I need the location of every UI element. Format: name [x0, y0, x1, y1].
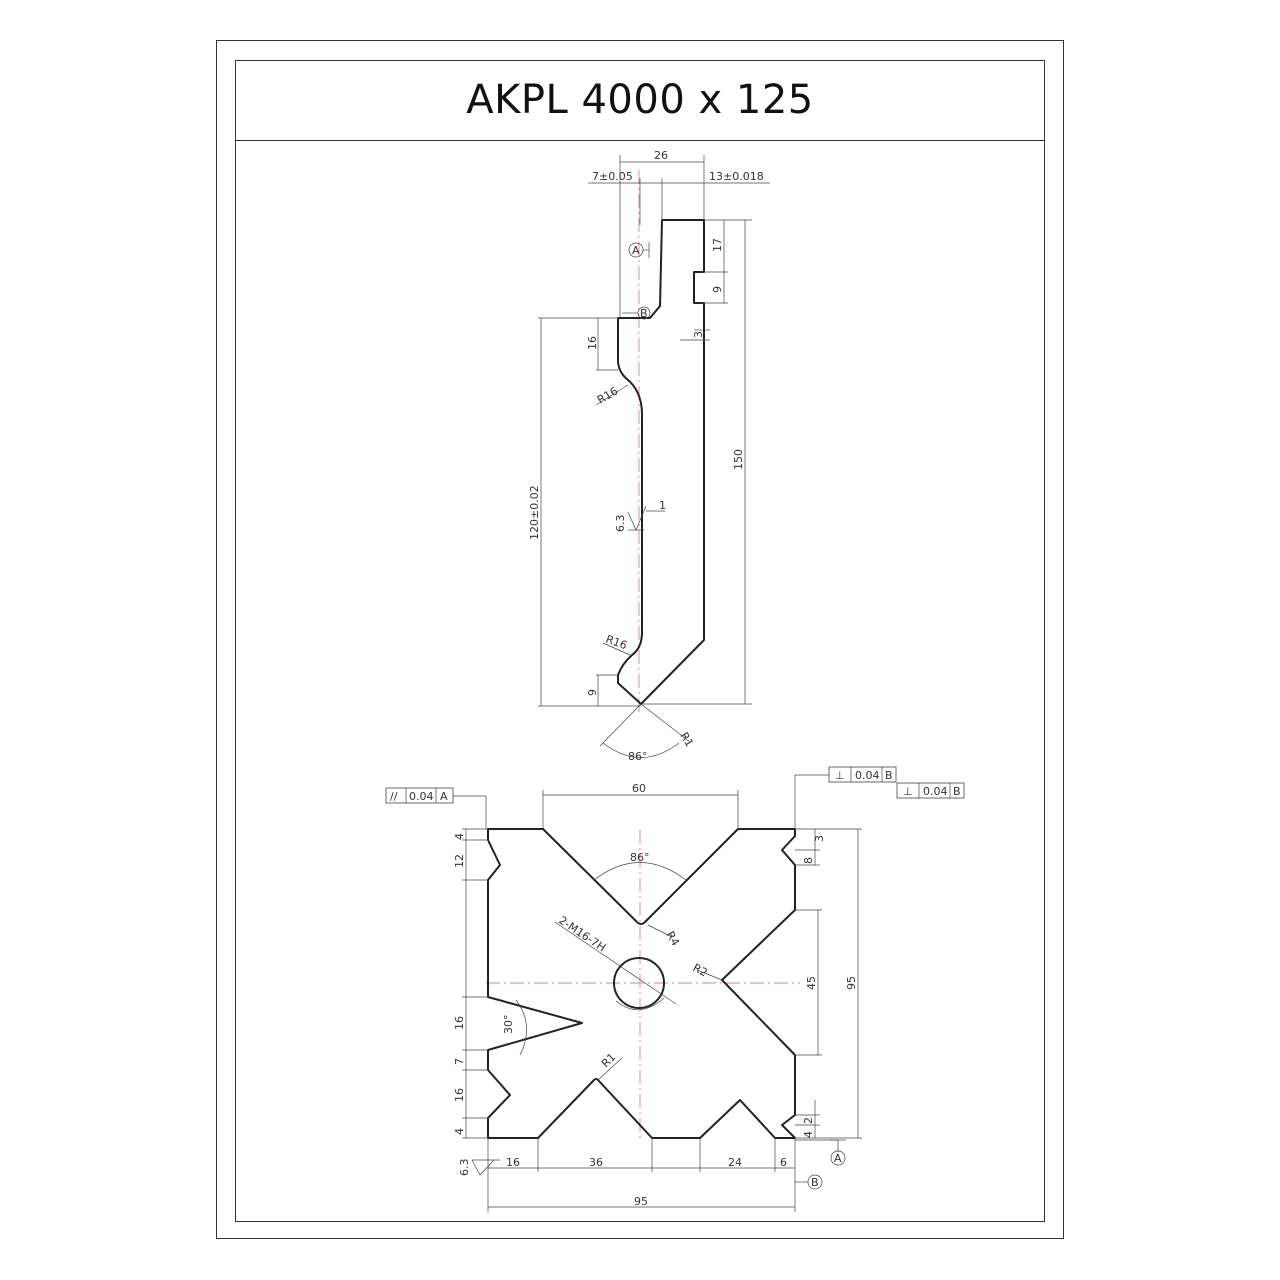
dim-top-width: 26	[619, 149, 705, 318]
tip-angle-label: 86°	[628, 750, 648, 763]
datum-b-block: B	[795, 1174, 823, 1190]
datum-b-side: B	[622, 306, 651, 320]
block-outline	[487, 828, 796, 1139]
drawing-inner-frame	[235, 60, 1045, 1222]
tip-radius-label: R1	[677, 730, 696, 749]
dim-16b-label: 16	[453, 1088, 466, 1102]
block-angle-30: 30°	[502, 999, 527, 1056]
dim-8-label: 8	[802, 857, 815, 864]
perp-2-datum: B	[953, 785, 961, 798]
dim-right-side: 17 9 3 150	[641, 219, 752, 705]
dim-45-label: 45	[805, 976, 818, 990]
punch-profile-outline	[617, 219, 705, 705]
drawing-sheet-border	[216, 40, 1064, 1239]
tolerance-perp-frame-1: ⊥ 0.04 B	[794, 766, 897, 829]
perp-1-symbol: ⊥	[835, 769, 845, 782]
block-angle-86-label: 86°	[630, 851, 650, 864]
dim-150-label: 150	[732, 449, 745, 470]
dim-36-label: 36	[589, 1156, 603, 1169]
dim-95-right-label: 95	[845, 976, 858, 990]
datum-a-block-label: A	[834, 1152, 842, 1165]
radius-lower-label: R16	[604, 633, 629, 653]
dim-3-right-label: 3	[813, 835, 826, 842]
thread-hole	[613, 957, 665, 1009]
radius-r1-callout: R1	[597, 1051, 623, 1081]
dim-95-bottom-label: 95	[634, 1195, 648, 1208]
drawing-title: AKPL 4000 x 125	[466, 77, 814, 123]
dim-16a-label: 16	[453, 1016, 466, 1030]
dim-left-side: 16 120±0.02 9	[528, 317, 641, 707]
block-view: 60 86° R4 2-M16-7H R2 R1 30°	[385, 766, 965, 1212]
dim-block-left: 4 12 16 7 16 4	[453, 828, 488, 1139]
datum-b-side-label: B	[640, 307, 648, 320]
perp-1-datum: B	[885, 769, 893, 782]
dim-16-label: 16	[586, 336, 599, 350]
perp-1-value: 0.04	[855, 769, 880, 782]
dim-6-label: 6	[780, 1156, 787, 1169]
thread-label: 2-M16-7H	[556, 914, 608, 955]
radius-r1-label: R1	[599, 1051, 619, 1071]
tolerance-parallel-frame: // 0.04 A	[385, 787, 487, 829]
parallel-datum: A	[440, 790, 448, 803]
thread-arc	[615, 997, 665, 1011]
dim-7-label: 7	[453, 1058, 466, 1065]
dim-9-label: 9	[711, 286, 724, 293]
dim-7-label: 7±0.05	[592, 170, 633, 183]
dim-16-bottom-label: 16	[506, 1156, 520, 1169]
side-view: 26 7±0.05 13±0.018 17 9 3 150	[528, 149, 770, 763]
dim-12-label: 12	[453, 854, 466, 868]
roughness-side-label: 6.3	[614, 515, 627, 533]
roughness-block-label: 6.3	[458, 1159, 471, 1177]
roughness-dim-label: 1	[659, 499, 666, 512]
tip-angle: 86° R1	[599, 703, 696, 763]
parallel-symbol: //	[390, 790, 398, 803]
title-block: AKPL 4000 x 125	[235, 60, 1045, 141]
angle-30-label: 30°	[502, 1015, 515, 1035]
radius-r2-callout: R2	[691, 961, 723, 981]
dim-3-label: 3	[692, 331, 705, 338]
tolerance-perp-frame-2: ⊥ 0.04 B	[896, 782, 965, 799]
roughness-symbol-block: 6.3	[458, 1159, 500, 1177]
dim-9-bottom-label: 9	[586, 689, 599, 696]
datum-a-side: A	[628, 242, 650, 258]
dim-120-label: 120±0.02	[528, 485, 541, 540]
roughness-symbol-side: 6.3 1	[614, 499, 666, 532]
perp-2-value: 0.04	[923, 785, 948, 798]
datum-b-block-label: B	[811, 1176, 819, 1189]
dim-24-label: 24	[728, 1156, 742, 1169]
dim-60-label: 60	[632, 782, 646, 795]
datum-a-side-label: A	[632, 244, 640, 257]
radius-upper-label: R16	[595, 385, 620, 407]
dim-13-label: 13±0.018	[709, 170, 764, 183]
dim-top-offsets: 7±0.05 13±0.018	[588, 170, 770, 225]
dim-4-right-label: 4	[802, 1131, 815, 1138]
dim-4-top-label: 4	[453, 833, 466, 840]
radius-r2-label: R2	[691, 961, 710, 979]
dim-block-bottom: 16 36 24 6 95	[487, 1138, 796, 1212]
radius-r4-label: R4	[663, 929, 682, 948]
parallel-value: 0.04	[409, 790, 434, 803]
dim-2-right-label: 2	[802, 1117, 815, 1124]
dim-4-bottom-label: 4	[453, 1128, 466, 1135]
dim-block-top-60: 60	[542, 782, 739, 829]
block-top-angle: 86° R4	[593, 851, 687, 948]
perp-2-symbol: ⊥	[903, 785, 913, 798]
dim-17-label: 17	[711, 238, 724, 252]
dim-26-label: 26	[654, 149, 668, 162]
dim-block-right: 95 45 8 3 2 4	[795, 828, 862, 1139]
datum-a-block: A	[795, 1139, 846, 1166]
